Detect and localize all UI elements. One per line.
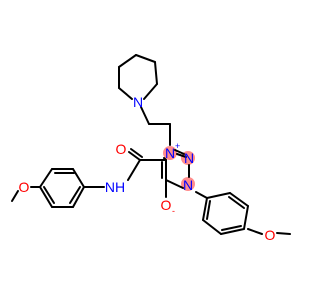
structure-diagram: N N + N N NH O O - O O bbox=[11, 54, 291, 243]
piperidine-ring bbox=[118, 54, 158, 100]
highlight-n-plus bbox=[163, 146, 177, 160]
charge-minus: - bbox=[172, 206, 175, 216]
molecule-canvas: N N + N N NH O O - O O bbox=[11, 54, 291, 243]
atom-n-mid: N bbox=[184, 150, 194, 166]
atom-o-minus: O bbox=[161, 197, 172, 213]
atom-o-right: O bbox=[265, 227, 276, 243]
ethyl-linker bbox=[140, 106, 171, 146]
atom-o-carbonyl: O bbox=[116, 141, 127, 157]
right-phenyl-ring bbox=[195, 191, 291, 235]
atom-n-piperidine: N bbox=[133, 94, 143, 110]
highlight-n-right bbox=[181, 177, 195, 191]
atom-o-left: O bbox=[19, 179, 30, 195]
atom-n-right: N bbox=[183, 177, 193, 193]
atom-nh: NH bbox=[105, 179, 125, 195]
triazole-ring bbox=[161, 149, 190, 198]
left-phenyl-ring bbox=[11, 168, 105, 208]
atom-n-plus: N bbox=[165, 145, 175, 161]
amide-group bbox=[127, 148, 167, 181]
charge-plus: + bbox=[175, 141, 180, 151]
